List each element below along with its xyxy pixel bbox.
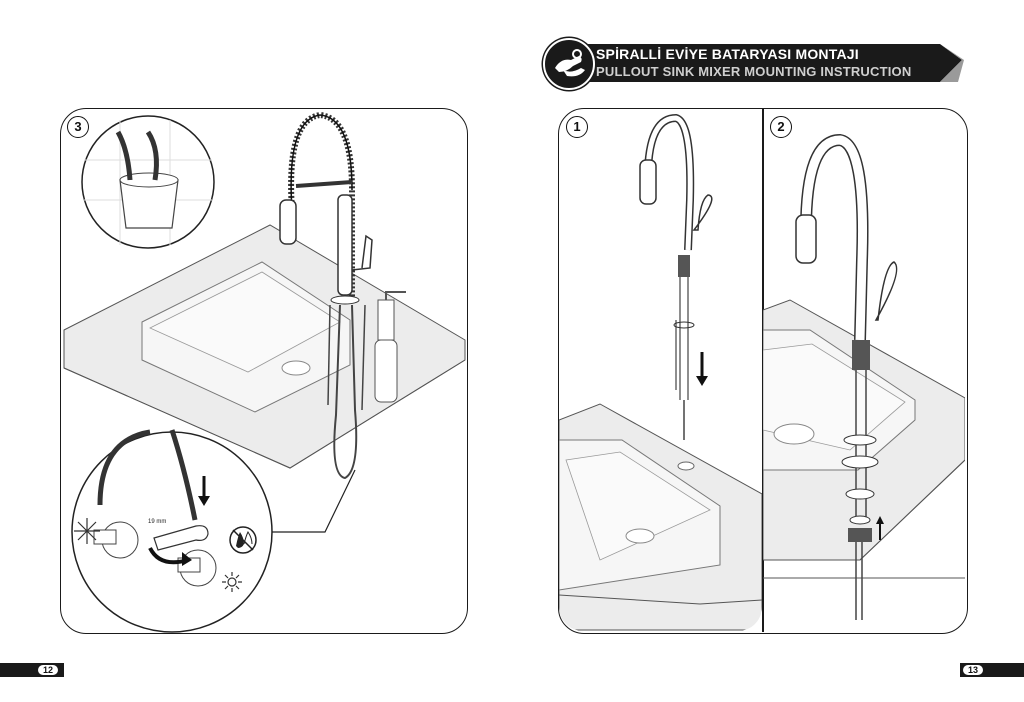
page-number-right: 13	[963, 665, 983, 675]
step3-number: 3	[67, 116, 89, 138]
title-turkish: SPİRALLİ EVİYE BATARYASI MONTAJI	[596, 46, 859, 62]
wrench-size-label: 19 mm	[148, 519, 167, 525]
step3-panel	[60, 108, 468, 634]
logo-badge	[543, 38, 595, 90]
title-english: PULLOUT SINK MIXER MOUNTING INSTRUCTION	[596, 64, 912, 79]
hands-wrench-icon	[555, 49, 585, 77]
page-number-left: 12	[38, 665, 58, 675]
step2-number: 2	[770, 116, 792, 138]
step1-number: 1	[566, 116, 588, 138]
panel-divider	[762, 109, 764, 632]
